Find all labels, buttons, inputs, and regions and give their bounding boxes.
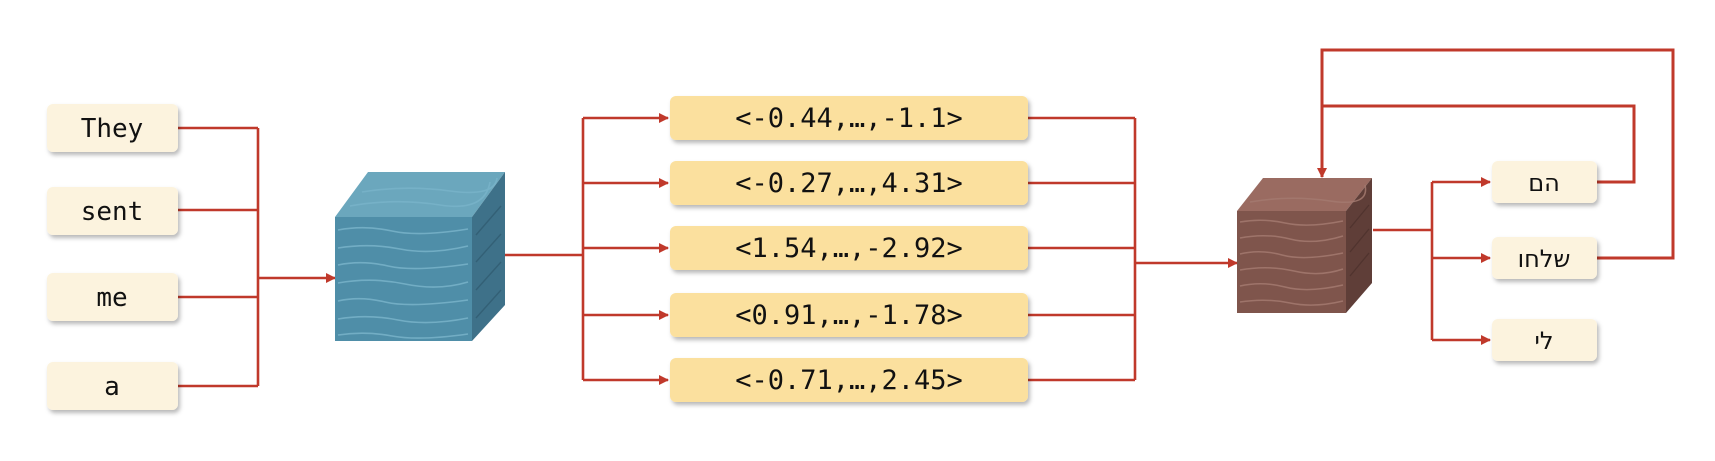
feedback-lines bbox=[1317, 48, 1675, 260]
vector-label: <-0.27,…,4.31> bbox=[735, 168, 963, 199]
output-token-label: שלחו bbox=[1518, 245, 1571, 273]
vector-label: <-0.71,…,2.45> bbox=[735, 365, 963, 396]
input-token: sent bbox=[47, 187, 178, 235]
output-token: לי bbox=[1492, 319, 1597, 361]
output-token: שלחו bbox=[1492, 237, 1597, 279]
connector-lines bbox=[178, 113, 1491, 388]
input-token: a bbox=[47, 362, 178, 410]
input-token-label: They bbox=[81, 114, 144, 144]
output-token-list: הם שלחו לי bbox=[1492, 161, 1597, 361]
vector-label: <-0.44,…,-1.1> bbox=[735, 103, 963, 134]
input-token: They bbox=[47, 104, 178, 152]
embedding-vector: <0.91,…,-1.78> bbox=[670, 293, 1028, 337]
decoder-cube-icon bbox=[1237, 178, 1372, 313]
output-token-label: לי bbox=[1534, 327, 1553, 355]
embedding-vector: <-0.71,…,2.45> bbox=[670, 358, 1028, 402]
input-token-label: a bbox=[104, 372, 120, 402]
embedding-vector: <1.54,…,-2.92> bbox=[670, 226, 1028, 270]
vector-list: <-0.44,…,-1.1> <-0.27,…,4.31> <1.54,…,-2… bbox=[670, 96, 1028, 402]
input-token-label: sent bbox=[81, 197, 144, 227]
embedding-vector: <-0.44,…,-1.1> bbox=[670, 96, 1028, 140]
input-token-list: They sent me a bbox=[47, 104, 178, 410]
embedding-vector: <-0.27,…,4.31> bbox=[670, 161, 1028, 205]
vector-label: <0.91,…,-1.78> bbox=[735, 300, 963, 331]
output-token: הם bbox=[1492, 161, 1597, 203]
encoder-cube-icon bbox=[335, 172, 505, 341]
vector-label: <1.54,…,-2.92> bbox=[735, 233, 963, 264]
input-token: me bbox=[47, 273, 178, 321]
input-token-label: me bbox=[96, 283, 127, 313]
output-token-label: הם bbox=[1528, 169, 1560, 197]
